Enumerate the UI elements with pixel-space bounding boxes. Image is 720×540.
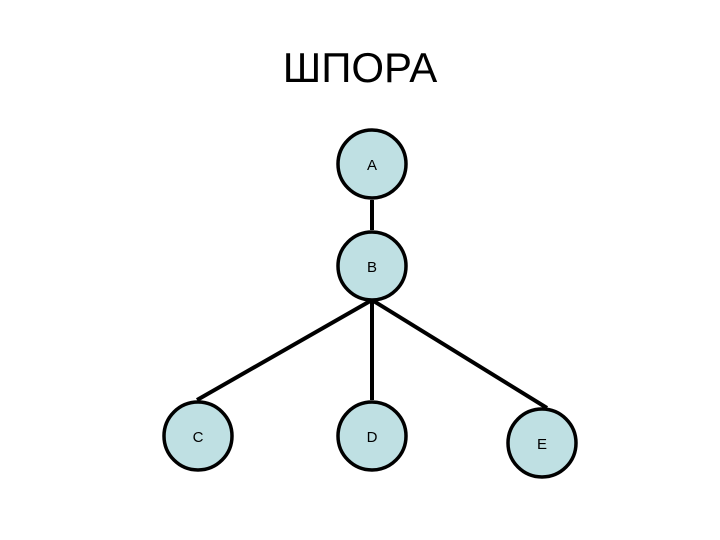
node-b-label: B [367,259,377,276]
node-d: D [336,400,408,472]
node-b: B [336,230,408,302]
node-d-label: D [367,429,378,446]
edge-b-c [196,298,373,402]
page-title: ШПОРА [282,44,438,91]
node-e: E [506,407,578,479]
node-c-label: C [193,429,204,446]
node-a-label: A [367,157,377,174]
edge-b-e [370,298,549,410]
node-e-label: E [537,436,547,453]
node-a: A [336,128,408,200]
node-c: C [162,400,234,472]
